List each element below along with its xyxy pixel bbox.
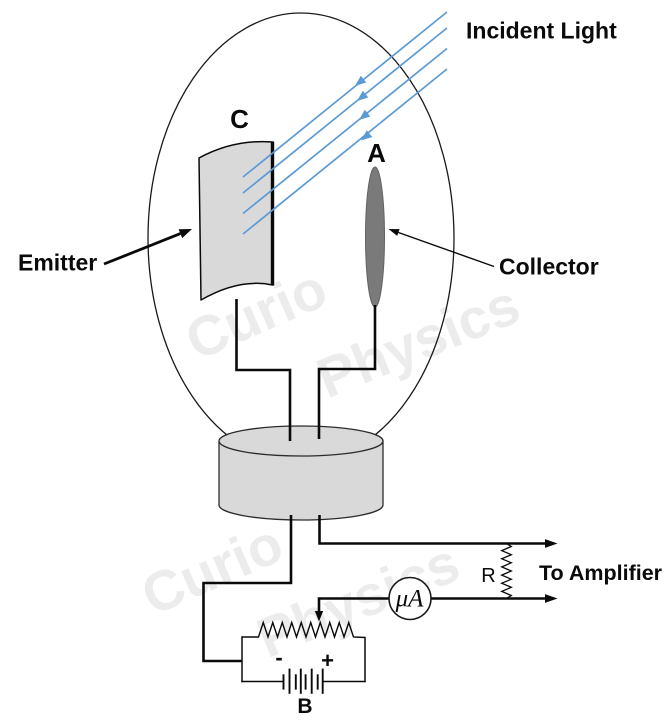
emitter-plate [198,140,274,301]
microammeter: μA [388,576,432,621]
tube-base [218,425,384,521]
battery-minus-label: - [275,645,282,670]
tube-base-bottom-edge [218,504,384,521]
emitter-arrow-line [103,232,181,266]
incident-light-rays [242,11,448,235]
battery-plus-label: + [321,648,334,673]
incident-light-label: Incident Light [466,18,617,44]
emitter-plate-label: C [230,104,249,134]
emitter-lead-wire [235,299,292,441]
emitter-arrowhead [178,229,192,239]
light-ray [242,47,448,215]
microammeter-label: μA [395,586,425,613]
to-amplifier-label: To Amplifier [539,561,663,585]
collector-arrowhead [388,229,400,236]
collector-electrode-label: A [367,138,386,168]
battery-box [241,620,366,683]
microammeter-circle [388,576,432,621]
watermark-word-physics: Physics [308,272,528,410]
light-ray [242,68,448,235]
tube-base-top [218,425,384,457]
resistor-label: R [481,565,495,587]
amplifier-arrowhead-top [545,539,558,548]
collector-arrow-line [398,231,495,268]
light-ray-arrowhead [359,109,371,120]
wire-arrowheads [314,539,558,622]
potentiometer-zigzag [242,620,366,640]
microammeter-wire [317,597,546,612]
diagram-labels: Incident Light C A Emitter Collector R T… [18,18,663,719]
tube-base-body [219,441,383,520]
collector-label: Collector [499,254,599,280]
light-ray-arrowhead [355,75,367,86]
potentiometer-wiper-arrowhead [314,611,324,622]
light-ray-arrowhead [361,130,373,141]
battery-wire [202,515,293,663]
resistor-zigzag [500,542,513,600]
circuit-wires [202,299,546,663]
light-ray-arrowhead [357,90,369,101]
collector-lead-wire [317,305,377,439]
battery-label: B [297,695,312,718]
amplifier-wire-top [318,515,546,545]
light-ray [242,11,448,178]
amplifier-arrowhead-bottom [545,594,558,603]
battery-cells [282,668,324,694]
collector-electrode [365,166,385,308]
light-ray-arrowheads [355,75,373,141]
annotation-arrows [103,229,495,268]
emitter-label: Emitter [18,250,97,276]
light-ray [242,27,448,194]
